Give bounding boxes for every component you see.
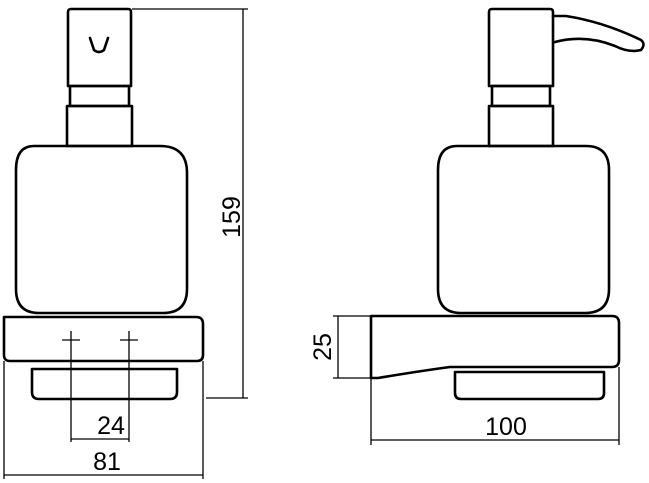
dim-screw-spacing-label: 24: [97, 412, 125, 440]
side-bottle: [436, 144, 611, 315]
front-pump-collar: [65, 104, 134, 148]
front-pump-head: [66, 7, 133, 88]
front-bottle: [14, 144, 189, 315]
dim-side-depth: 100: [370, 367, 620, 445]
front-view: [2, 7, 205, 401]
side-pump-head: [487, 7, 555, 88]
side-tray: [453, 370, 606, 401]
dim-total-height-label: 159: [218, 196, 246, 238]
dim-front-width-label: 81: [93, 448, 121, 476]
dim-base-height-label: 25: [309, 333, 337, 361]
front-holder: [2, 315, 205, 363]
side-view: [369, 7, 645, 401]
front-tray: [30, 367, 179, 401]
side-pump-neck: [490, 84, 552, 108]
dim-front-width: 81: [3, 361, 204, 479]
front-pump-neck: [68, 84, 131, 108]
side-wall-bracket: [369, 314, 621, 380]
side-pump-collar: [487, 104, 555, 148]
dim-base-height: 25: [309, 315, 371, 379]
front-pump-button: [88, 36, 110, 54]
side-pump-spout: [551, 14, 645, 53]
dim-side-depth-label: 100: [485, 413, 527, 441]
dim-screw-spacing: 24: [70, 350, 130, 442]
dim-total-height: 159: [132, 8, 248, 399]
